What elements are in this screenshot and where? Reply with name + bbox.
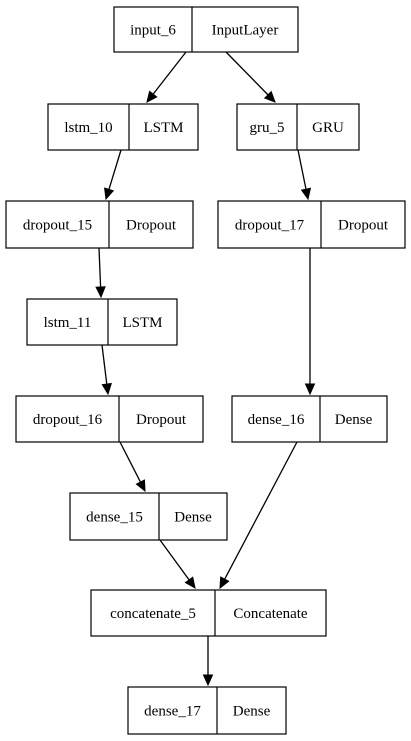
node-type-label: Dropout [136, 412, 187, 428]
edge-line [297, 149, 307, 190]
arrowhead-icon [184, 576, 196, 589]
node-name-label: lstm_10 [64, 120, 112, 136]
node-box [15, 395, 204, 443]
edge-line [98, 247, 102, 288]
node-box [47, 103, 199, 151]
edge-lstm_10-to-dropout_15 [104, 149, 122, 201]
node-name-label: gru_5 [250, 120, 285, 136]
arrowhead-icon [146, 90, 158, 103]
node-type-label: LSTM [122, 315, 162, 331]
node-box [5, 200, 194, 249]
arrowhead-icon [263, 90, 276, 103]
node-dropout_17: dropout_17 Dropout [217, 200, 406, 249]
node-type-label: Dense [233, 704, 271, 720]
node-type-label: GRU [312, 120, 344, 136]
edge-dropout_16-to-dense_15 [119, 441, 146, 493]
edge-dense_15-to-concatenate_5 [159, 539, 196, 589]
node-name-label: dense_17 [144, 704, 201, 720]
node-name-label: dense_16 [248, 412, 305, 428]
node-box [231, 395, 388, 443]
edge-gru_5-to-dropout_17 [297, 149, 312, 201]
node-box [69, 492, 228, 541]
node-box [217, 200, 406, 249]
arrowhead-icon [300, 187, 312, 201]
arrowhead-icon [219, 576, 230, 590]
node-lstm_10: lstm_10 LSTM [47, 103, 199, 151]
node-dropout_16: dropout_16 Dropout [15, 395, 204, 443]
edges [95, 51, 316, 687]
node-box [236, 103, 360, 151]
arrowhead-icon [304, 383, 316, 396]
edge-line [225, 51, 269, 96]
node-name-label: lstm_11 [44, 315, 92, 331]
node-box [113, 6, 299, 53]
node-type-label: InputLayer [212, 23, 279, 39]
edge-line [119, 441, 142, 483]
node-type-label: Dropout [126, 218, 177, 234]
node-name-label: dense_15 [86, 510, 143, 526]
node-type-label: LSTM [143, 120, 183, 136]
edge-concatenate_5-to-dense_17 [202, 636, 214, 687]
node-dropout_15: dropout_15 Dropout [5, 200, 194, 249]
node-name-label: dropout_16 [33, 412, 103, 428]
node-gru_5: gru_5 GRU [236, 103, 360, 151]
node-name-label: dropout_17 [235, 218, 305, 234]
edge-dropout_15-to-lstm_11 [95, 247, 106, 299]
edge-line [224, 441, 298, 580]
edge-line [108, 149, 122, 190]
edge-dropout_17-to-dense_16 [304, 248, 316, 396]
node-name-label: dropout_15 [23, 218, 92, 234]
node-name-label: concatenate_5 [110, 606, 196, 622]
node-dense_17: dense_17 Dense [127, 686, 287, 735]
node-name-label: input_6 [130, 23, 176, 39]
edge-lstm_11-to-dropout_16 [101, 344, 112, 396]
node-type-label: Concatenate [233, 606, 307, 622]
node-dense_16: dense_16 Dense [231, 395, 388, 443]
arrowhead-icon [95, 286, 106, 299]
node-dense_15: dense_15 Dense [69, 492, 228, 541]
node-box [90, 589, 327, 637]
node-type-label: Dropout [338, 218, 389, 234]
node-type-label: Dense [335, 412, 373, 428]
node-type-label: Dense [174, 510, 212, 526]
node-concatenate_5: concatenate_5 Concatenate [90, 589, 327, 637]
arrowhead-icon [202, 674, 214, 687]
edge-input_6-to-lstm_10 [146, 51, 187, 103]
edge-input_6-to-gru_5 [225, 51, 276, 103]
edge-line [159, 539, 190, 581]
arrowhead-icon [101, 382, 112, 396]
arrowhead-icon [104, 187, 115, 201]
node-lstm_11: lstm_11 LSTM [26, 298, 178, 346]
node-input_6: input_6 InputLayer [113, 6, 299, 53]
node-box [26, 298, 178, 346]
edge-dense_16-to-concatenate_5 [219, 441, 298, 590]
edge-line [152, 51, 187, 95]
edge-line [101, 344, 108, 385]
arrowhead-icon [135, 479, 146, 493]
node-box [127, 686, 287, 735]
